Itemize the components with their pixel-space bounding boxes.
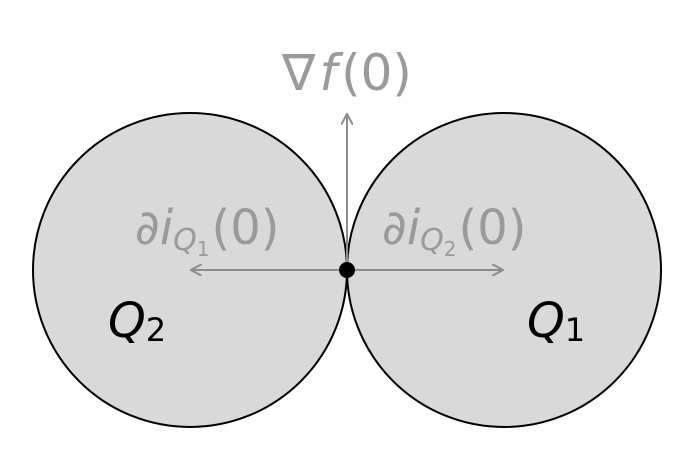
indicator-sub-index-left: 1 — [197, 237, 210, 261]
label-gradient: ∇f(0) — [281, 44, 412, 102]
indicator-i-left: i — [160, 200, 174, 256]
label-set-q2: Q2 — [108, 293, 166, 349]
indicator-sub-letter-left: Q — [173, 223, 197, 258]
partial-symbol-left: ∂ — [135, 200, 160, 256]
tangent-point — [339, 262, 355, 278]
nabla-symbol: ∇ — [281, 44, 316, 102]
label-subdiff-right: ∂iQ2(0) — [382, 200, 527, 261]
label-subdiff-left: ∂iQ1(0) — [135, 200, 280, 261]
set-q1-letter: Q — [527, 293, 565, 349]
gradient-func: f — [320, 44, 344, 102]
subdiff-arg-left: (0) — [212, 200, 280, 256]
partial-symbol-right: ∂ — [382, 200, 407, 256]
indicator-sub-letter-right: Q — [420, 223, 444, 258]
indicator-i-right: i — [407, 200, 421, 256]
subdiff-arg-right: (0) — [459, 200, 527, 256]
gradient-arg: (0) — [341, 44, 412, 102]
set-q2-index: 2 — [146, 311, 166, 349]
label-set-q1: Q1 — [527, 293, 585, 349]
set-q1-index: 1 — [565, 311, 585, 349]
set-q2-letter: Q — [108, 293, 146, 349]
indicator-sub-index-right: 2 — [444, 237, 457, 261]
